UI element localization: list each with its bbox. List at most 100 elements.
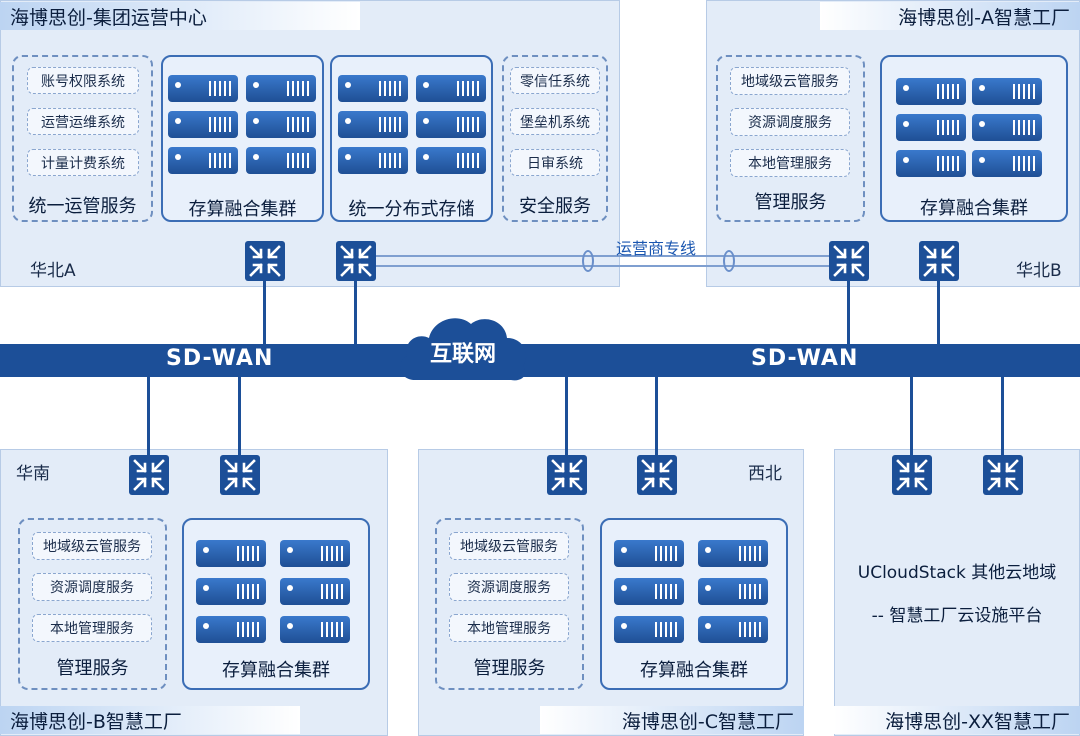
network-switch-icon — [220, 455, 260, 495]
factory-a-title: 海博思创-A智慧工厂 — [820, 2, 1080, 30]
network-switch-icon — [245, 241, 285, 281]
server-rack-icon — [896, 114, 966, 141]
security-item-0: 零信任系统 — [510, 67, 600, 94]
ops-item-2: 计量计费系统 — [27, 149, 139, 176]
leased-line-upper — [374, 255, 830, 257]
factory-a-mgmt-item-0: 地域级云管服务 — [730, 67, 850, 95]
security-service-group — [502, 55, 608, 222]
cloud-icon — [400, 318, 527, 381]
factory-a-mgmt-item-2: 本地管理服务 — [730, 149, 850, 177]
server-rack-icon — [896, 150, 966, 177]
factory-c-mgmt-label: 管理服务 — [473, 658, 546, 679]
factory-a-mgmt-label: 管理服务 — [754, 192, 827, 213]
factory-c-title-text: 海博思创-C智慧工厂 — [621, 710, 794, 733]
region-label-xibei: 西北 — [748, 464, 782, 484]
factory-a-compute-cluster-label: 存算融合集群 — [920, 198, 1028, 219]
server-rack-icon — [168, 147, 238, 174]
server-rack-icon — [280, 616, 350, 643]
server-rack-icon — [972, 150, 1042, 177]
factory-b-compute-cluster-label: 存算融合集群 — [222, 660, 330, 681]
factory-c-title: 海博思创-C智慧工厂 — [540, 706, 804, 734]
factory-c-mgmt-item-1: 资源调度服务 — [449, 573, 569, 601]
server-rack-icon — [246, 75, 316, 102]
network-switch-icon — [129, 455, 169, 495]
factory-xx-title: 海博思创-XX智慧工厂 — [834, 706, 1080, 734]
network-switch-icon — [892, 455, 932, 495]
server-rack-icon — [338, 111, 408, 138]
server-rack-icon — [972, 78, 1042, 105]
factory-xx-line2: -- 智慧工厂云设施平台 — [871, 606, 1043, 626]
sd-wan-label-right: SD-WAN — [751, 346, 859, 371]
security-item-1: 堡垒机系统 — [510, 108, 600, 135]
center-distributed-storage-label: 统一分布式存储 — [348, 199, 475, 220]
network-switch-icon — [983, 455, 1023, 495]
server-rack-icon — [246, 147, 316, 174]
server-rack-icon — [168, 111, 238, 138]
region-label-huabei-b: 华北B — [1016, 261, 1062, 281]
region-label-huabei-a: 华北A — [30, 261, 76, 281]
sd-wan-bus — [0, 344, 1080, 377]
server-rack-icon — [698, 616, 768, 643]
link-a-sw1 — [847, 280, 850, 346]
region-label-huanan: 华南 — [16, 464, 50, 484]
link-c-sw1 — [565, 375, 568, 459]
security-service-label: 安全服务 — [519, 196, 591, 217]
link-c-sw2 — [655, 375, 658, 459]
link-b-sw1 — [147, 375, 150, 459]
factory-b-mgmt-item-0: 地域级云管服务 — [32, 532, 152, 560]
server-rack-icon — [246, 111, 316, 138]
leased-line-label: 运营商专线 — [616, 239, 697, 258]
factory-a-mgmt-item-1: 资源调度服务 — [730, 108, 850, 136]
network-switch-icon — [829, 241, 869, 281]
ops-service-label: 统一运管服务 — [28, 196, 137, 217]
ops-item-0: 账号权限系统 — [27, 67, 139, 94]
leased-line-ring-right — [723, 250, 735, 272]
link-xx-sw2 — [1001, 375, 1004, 459]
factory-c-mgmt-group — [435, 518, 584, 690]
factory-a-mgmt-group — [716, 55, 865, 222]
operations-center-title: 海博思创-集团运营中心 — [0, 2, 360, 30]
server-rack-icon — [280, 578, 350, 605]
internet-label: 互联网 — [429, 342, 496, 367]
network-switch-icon — [919, 241, 959, 281]
factory-b-title: 海博思创-B智慧工厂 — [0, 706, 300, 734]
network-switch-icon — [336, 241, 376, 281]
factory-b-mgmt-item-2: 本地管理服务 — [32, 614, 152, 642]
sd-wan-label-left: SD-WAN — [166, 346, 274, 371]
network-switch-icon — [547, 455, 587, 495]
factory-xx-title-text: 海博思创-XX智慧工厂 — [885, 710, 1070, 733]
server-rack-icon — [614, 540, 684, 567]
factory-c-compute-cluster-label: 存算融合集群 — [640, 660, 748, 681]
server-rack-icon — [416, 111, 486, 138]
region-factory-xx — [834, 449, 1080, 736]
ops-service-group — [12, 55, 153, 222]
server-rack-icon — [416, 147, 486, 174]
link-center-sw1 — [263, 280, 266, 346]
server-rack-icon — [698, 540, 768, 567]
server-rack-icon — [196, 578, 266, 605]
factory-b-mgmt-group — [18, 518, 167, 690]
leased-line-ring-left — [582, 250, 594, 272]
server-rack-icon — [614, 616, 684, 643]
server-rack-icon — [280, 540, 350, 567]
link-xx-sw1 — [910, 375, 913, 459]
factory-xx-line1: UCloudStack 其他云地域 — [857, 563, 1057, 583]
factory-b-mgmt-item-1: 资源调度服务 — [32, 573, 152, 601]
link-center-sw2 — [354, 280, 357, 346]
server-rack-icon — [896, 78, 966, 105]
network-switch-icon — [637, 455, 677, 495]
server-rack-icon — [972, 114, 1042, 141]
link-a-sw2 — [937, 280, 940, 346]
server-rack-icon — [338, 75, 408, 102]
factory-c-mgmt-item-0: 地域级云管服务 — [449, 532, 569, 560]
leased-line-lower — [374, 265, 830, 267]
ops-item-1: 运营运维系统 — [27, 108, 139, 135]
server-rack-icon — [168, 75, 238, 102]
factory-c-mgmt-item-2: 本地管理服务 — [449, 614, 569, 642]
link-b-sw2 — [238, 375, 241, 459]
server-rack-icon — [196, 540, 266, 567]
operations-center-title-text: 海博思创-集团运营中心 — [10, 6, 207, 29]
server-rack-icon — [698, 578, 768, 605]
server-rack-icon — [338, 147, 408, 174]
center-compute-cluster-label: 存算融合集群 — [188, 199, 297, 220]
